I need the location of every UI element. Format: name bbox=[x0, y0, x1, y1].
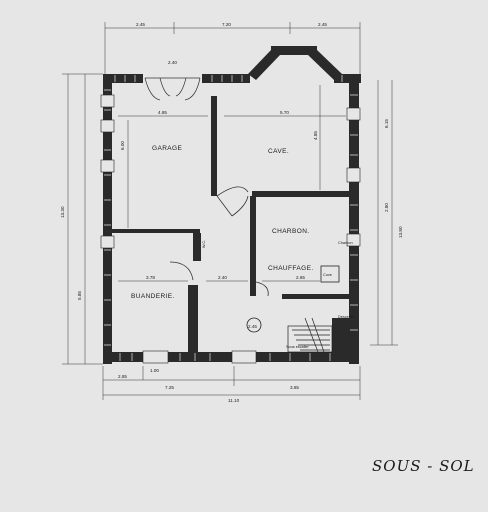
dim-cave-width: 5.70 bbox=[280, 110, 289, 115]
dim-right-overall: 13.80 bbox=[398, 226, 403, 238]
dim-door-width: 2.40 bbox=[168, 60, 177, 65]
wall-bay-top bbox=[271, 46, 317, 55]
wall-charbon-top bbox=[252, 191, 350, 197]
windows bbox=[100, 94, 361, 364]
dim-bottom-left: 2.85 bbox=[118, 374, 127, 379]
wall-chauffage-bottom bbox=[282, 294, 350, 299]
window-right-2 bbox=[346, 167, 361, 183]
door-swings bbox=[169, 186, 269, 297]
note-charbon: Charbon bbox=[338, 241, 353, 245]
room-label-charbon: CHARBON. bbox=[272, 228, 310, 235]
room-label-cuve: Cuve bbox=[323, 273, 332, 277]
window-right-3 bbox=[346, 233, 361, 247]
note-sous-escalier: Sous escalier bbox=[286, 345, 310, 349]
wall-stair-block bbox=[332, 318, 350, 352]
dimension-lines bbox=[62, 22, 398, 400]
dim-garage-width: 4.85 bbox=[158, 110, 167, 115]
dim-charbon-depth: 2.80 bbox=[384, 203, 389, 212]
window-left-1 bbox=[100, 94, 115, 108]
wall-bay-right bbox=[308, 50, 342, 80]
plan-title: SOUS - SOL bbox=[372, 457, 475, 475]
dim-left-lower: 5.85 bbox=[77, 291, 82, 300]
dim-bottom-a: 7.25 bbox=[165, 385, 174, 390]
window-left-3 bbox=[100, 159, 115, 173]
room-label-garage: GARAGE bbox=[152, 145, 182, 152]
wall-charbon-left bbox=[250, 196, 256, 296]
stairs bbox=[287, 317, 333, 353]
wall-garage-bottom bbox=[112, 229, 200, 233]
dim-top-mid: 7.20 bbox=[222, 22, 231, 27]
dim-left-total: 13.30 bbox=[60, 206, 65, 218]
room-labels: GARAGE CAVE. CHARBON. CHAUFFAGE. BUANDER… bbox=[131, 145, 354, 349]
room-label-buanderie: BUANDERIE. bbox=[131, 293, 175, 300]
wall-buanderie-right bbox=[188, 285, 198, 353]
window-left-2 bbox=[100, 119, 115, 133]
wall-top-right bbox=[334, 74, 361, 83]
wall-bottom-a bbox=[103, 352, 143, 362]
wall-bottom-c bbox=[256, 352, 359, 362]
exterior-walls bbox=[103, 46, 361, 364]
wall-bay-left bbox=[248, 50, 280, 80]
room-label-cave: CAVE. bbox=[268, 148, 289, 155]
garage-doors bbox=[144, 77, 201, 101]
dim-buanderie-width: 3.78 bbox=[146, 275, 155, 280]
dim-cave-depth: 4.85 bbox=[313, 131, 318, 140]
interior-walls bbox=[112, 96, 350, 353]
dim-bottom-b: 3.85 bbox=[290, 385, 299, 390]
dim-chauffage-width: 2.65 bbox=[296, 275, 305, 280]
wall-top-left bbox=[103, 74, 143, 83]
window-left-4 bbox=[100, 235, 115, 249]
window-bottom-2 bbox=[231, 350, 257, 364]
wall-left bbox=[103, 74, 112, 364]
room-label-chauffage: CHAUFFAGE. bbox=[268, 265, 314, 272]
dim-window-width: 1.00 bbox=[150, 368, 159, 373]
wall-wc-left bbox=[193, 233, 201, 261]
cuve-box bbox=[320, 265, 340, 283]
dim-garage-depth: 6.00 bbox=[120, 141, 125, 150]
dimension-labels: 2.45 7.20 2.45 2.40 4.85 5.70 6.00 4.85 … bbox=[60, 22, 403, 403]
room-label-wc: W.C. bbox=[202, 240, 206, 248]
dim-top-left: 2.45 bbox=[136, 22, 145, 27]
window-right-1 bbox=[346, 107, 361, 121]
wall-garage-cave bbox=[211, 96, 217, 196]
dim-bottom-total: 11.10 bbox=[228, 398, 240, 403]
level-marker bbox=[246, 317, 262, 333]
wall-bottom-b bbox=[168, 352, 232, 362]
wall-top-mid bbox=[202, 74, 250, 83]
dim-hall-width: 2.40 bbox=[218, 275, 227, 280]
window-bottom-1 bbox=[142, 350, 169, 364]
note-stair: Descente bbox=[338, 315, 354, 319]
dim-right-total: 6.15 bbox=[384, 119, 389, 128]
dim-stair-height: 2.45 bbox=[248, 324, 257, 329]
wall-right bbox=[349, 74, 359, 364]
dim-top-right: 2.45 bbox=[318, 22, 327, 27]
